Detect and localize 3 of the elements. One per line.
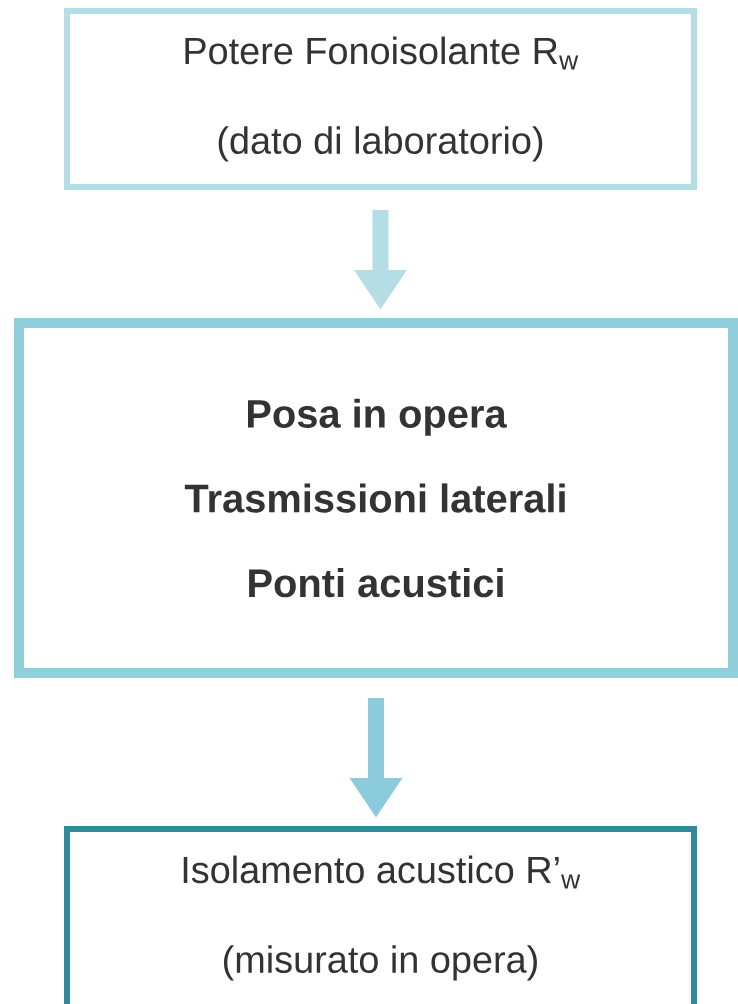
- process-box: Posa in opera Trasmissioni laterali Ponti acustici: [14, 318, 738, 678]
- process-box: Potere Fonoisolante R$_{w}$ (dato di laboratorio): [64, 8, 697, 190]
- process-box: Isolamento acustico R’$_{w}$ (misurato in opera): [64, 826, 697, 1004]
